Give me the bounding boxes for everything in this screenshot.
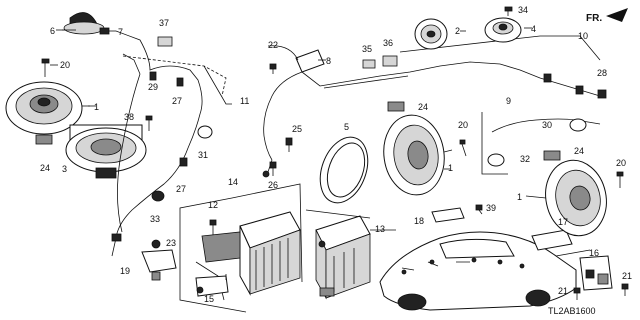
screw-21a — [573, 287, 581, 300]
clip-26 — [269, 161, 277, 176]
harness-11-leader — [203, 65, 232, 105]
callout-2: 2 — [455, 26, 460, 36]
callout-9: 9 — [506, 96, 511, 106]
roof-antenna — [62, 12, 105, 35]
bolt — [145, 115, 153, 131]
woofer-speaker — [65, 124, 147, 179]
front-arrow-icon — [606, 8, 628, 22]
audio-amplifier — [195, 211, 301, 301]
callout-38: 38 — [124, 112, 134, 122]
control-unit-16 — [579, 255, 613, 291]
screw-39 — [475, 204, 483, 215]
clip-25 — [285, 137, 293, 152]
callout-13: 13 — [375, 224, 385, 234]
callout-24: 24 — [574, 146, 584, 156]
screw-center — [459, 139, 467, 157]
antenna-connector — [99, 27, 116, 35]
door-speaker-center — [383, 114, 453, 196]
speaker-clip-right — [543, 150, 561, 161]
audio-unit — [315, 215, 371, 300]
callout-12: 12 — [208, 200, 218, 210]
callout-33: 33 — [150, 214, 160, 224]
callout-1: 1 — [448, 163, 453, 173]
callout-leaders — [50, 27, 532, 280]
front-direction-indicator: FR. — [586, 8, 628, 24]
cushion-pad — [157, 36, 173, 47]
callout-21: 21 — [558, 286, 568, 296]
callout-19: 19 — [120, 266, 130, 276]
callout-29: 29 — [148, 82, 158, 92]
callout-35: 35 — [362, 44, 372, 54]
callout-32: 32 — [520, 154, 530, 164]
amplifier-group-outline — [179, 183, 303, 313]
door-speaker-right — [525, 159, 607, 237]
callout-34: 34 — [518, 5, 528, 15]
callout-7: 7 — [118, 27, 123, 37]
speaker-4 — [484, 17, 522, 43]
callout-labels: 1 1 1 2 3 4 5 6 7 8 9 10 11 12 13 14 15 … — [40, 5, 632, 304]
tweeter — [414, 18, 448, 50]
amplifier-bracket — [195, 275, 229, 297]
callout-24: 24 — [418, 102, 428, 112]
callout-3: 3 — [62, 164, 67, 174]
antenna-amplifier — [141, 249, 177, 281]
callout-8: 8 — [326, 56, 331, 66]
speaker-clip-center — [387, 101, 405, 112]
wire-harness-9 — [481, 112, 601, 175]
mounting-screw — [209, 219, 217, 236]
door-speaker-left — [5, 81, 90, 135]
callout-1: 1 — [517, 192, 522, 202]
callout-11: 11 — [240, 96, 249, 106]
module-17 — [531, 229, 573, 251]
callout-28: 28 — [597, 68, 607, 78]
callout-27: 27 — [172, 96, 182, 106]
callout-10: 10 — [578, 31, 588, 41]
screw — [41, 58, 50, 77]
harness-connector — [267, 45, 325, 73]
screw-34 — [504, 6, 513, 16]
wire-harness-front — [111, 30, 213, 257]
pad-35 — [362, 59, 376, 69]
callout-4: 4 — [531, 24, 536, 34]
callout-20: 20 — [616, 158, 626, 168]
callout-25: 25 — [292, 124, 302, 134]
harness-clip-upper — [269, 63, 277, 74]
harness-10-leader — [399, 35, 601, 61]
callout-17: 17 — [558, 217, 568, 227]
speaker-grille — [319, 136, 369, 204]
audio-unit-leader — [305, 209, 371, 219]
diagram-code: TL2AB1600 — [548, 306, 596, 316]
bracket-18 — [431, 207, 465, 223]
nut — [151, 239, 161, 249]
pad-36 — [382, 55, 398, 67]
callout-24: 24 — [40, 163, 50, 173]
screw-right — [616, 171, 624, 188]
screw-21b — [621, 283, 629, 296]
callout-18: 18 — [414, 216, 424, 226]
harness-group-outline — [122, 55, 227, 97]
callout-20: 20 — [60, 60, 70, 70]
callout-36: 36 — [383, 38, 393, 48]
callout-31: 31 — [198, 150, 208, 160]
callout-30: 30 — [542, 120, 552, 130]
wire-harness-main — [262, 61, 607, 178]
callout-39: 39 — [486, 203, 496, 213]
callout-15: 15 — [204, 294, 214, 304]
speaker-clip-left — [35, 134, 53, 145]
callout-21: 21 — [622, 271, 632, 281]
callout-14: 14 — [228, 177, 238, 187]
callout-37: 37 — [159, 18, 169, 28]
front-label: FR. — [586, 13, 602, 24]
callout-22: 22 — [268, 40, 278, 50]
callout-16: 16 — [589, 248, 599, 258]
callout-20: 20 — [458, 120, 468, 130]
callout-6: 6 — [50, 26, 55, 36]
callout-26: 26 — [268, 180, 278, 190]
callout-27: 27 — [176, 184, 186, 194]
callout-5: 5 — [344, 122, 349, 132]
callout-1: 1 — [94, 102, 99, 112]
callout-23: 23 — [166, 238, 176, 248]
